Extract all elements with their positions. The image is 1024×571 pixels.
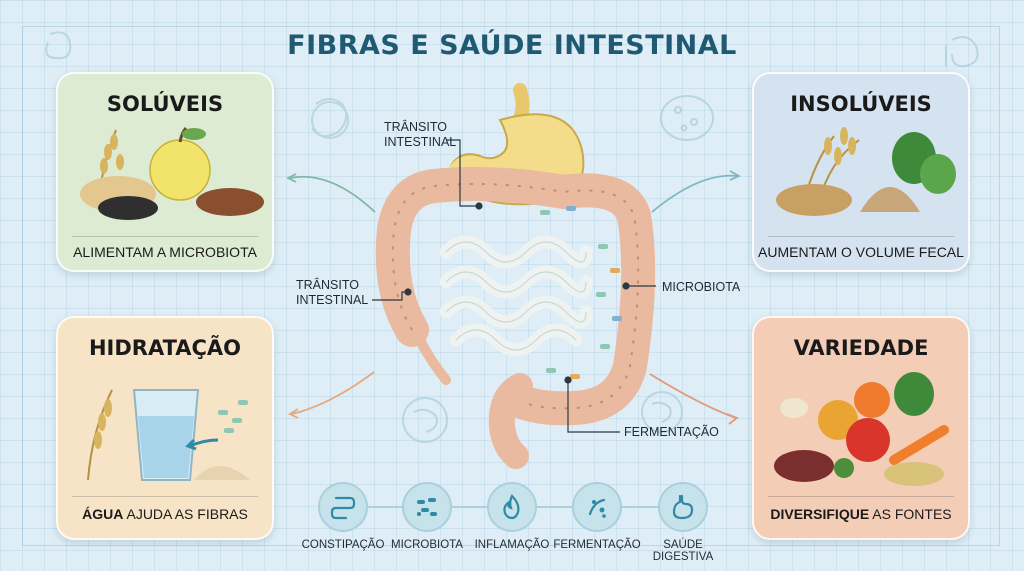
card-variedade-caption-bold: DIVERSIFIQUE — [770, 506, 870, 522]
label-transit-top: TRÂNSITO INTESTINAL — [384, 120, 456, 150]
label-transit-left-line1: TRÂNSITO — [296, 278, 359, 292]
card-soluveis-separator — [72, 236, 258, 237]
flame-icon — [503, 494, 520, 520]
label-fermentacao: FERMENTAÇÃO — [624, 425, 719, 439]
bottom-circle-saude-digestiva — [658, 482, 708, 532]
card-insoluveis-caption: AUMENTAM O VOLUME FECAL — [758, 244, 964, 260]
bottom-circle-inflamacao — [487, 482, 537, 532]
card-soluveis: SOLÚVEIS ALIMENTAM A MICROBIOTA — [56, 72, 274, 272]
bottom-label-fermentacao: FERMENTAÇÃO — [553, 539, 641, 551]
vegetables-illustration — [774, 372, 949, 486]
bottom-label-saude-digestiva: SAÚDE DIGESTIVA — [652, 539, 714, 563]
card-variedade: VARIEDADE DIVERSIFIQUE AS FONTES — [752, 316, 970, 540]
label-microbiota: MICROBIOTA — [662, 280, 741, 294]
fermentation-icon — [588, 498, 606, 518]
wheat-spinach-illustration — [776, 127, 956, 216]
stomach-icon — [672, 494, 694, 520]
bottom-item-inflamacao: INFLAMAÇÃO — [462, 482, 562, 551]
oats-apple-illustration — [80, 126, 264, 220]
card-hidratacao-title: HIDRATAÇÃO — [88, 336, 242, 360]
bottom-label-inflamacao: INFLAMAÇÃO — [474, 539, 550, 551]
bacteria-icon — [417, 498, 437, 516]
card-variedade-title: VARIEDADE — [793, 336, 929, 360]
bottom-item-fermentacao: FERMENTAÇÃO — [547, 482, 647, 551]
card-insoluveis-separator — [768, 236, 954, 237]
card-variedade-separator — [768, 496, 954, 497]
bottom-item-constipacao: CONSTIPAÇÃO — [293, 482, 393, 551]
bottom-circle-fermentacao — [572, 482, 622, 532]
card-soluveis-title: SOLÚVEIS — [106, 92, 224, 116]
label-transit-top-line1: TRÂNSITO — [384, 120, 447, 134]
label-transit-top-line2: INTESTINAL — [384, 135, 457, 149]
frame-border — [22, 26, 1000, 546]
card-insoluveis-title: INSOLÚVEIS — [790, 92, 932, 116]
bottom-item-saude-digestiva: SAÚDE DIGESTIVA — [633, 482, 733, 563]
bottom-circle-constipacao — [318, 482, 368, 532]
card-hidratacao-caption-rest: AJUDA AS FIBRAS — [123, 506, 248, 522]
card-hidratacao-caption-bold: ÁGUA — [82, 506, 124, 522]
intestine-icon — [330, 496, 356, 520]
label-transit-left-line2: INTESTINAL — [296, 293, 369, 307]
card-soluveis-caption: ALIMENTAM A MICROBIOTA — [73, 244, 257, 260]
bottom-label-microbiota: MICROBIOTA — [391, 539, 463, 551]
card-hidratacao-caption: ÁGUA AJUDA AS FIBRAS — [58, 506, 272, 522]
bottom-item-microbiota: MICROBIOTA — [377, 482, 477, 551]
card-variedade-caption-rest: AS FONTES — [869, 506, 952, 522]
label-transit-left: TRÂNSITO INTESTINAL — [296, 278, 368, 308]
bottom-label-constipacao: CONSTIPAÇÃO — [301, 539, 385, 551]
card-variedade-caption: DIVERSIFIQUE AS FONTES — [754, 506, 968, 522]
card-hidratacao-separator — [72, 496, 258, 497]
card-hidratacao: HIDRATAÇÃO ÁGUA AJUDA AS FIBRAS — [56, 316, 274, 540]
water-glass-illustration — [87, 389, 250, 481]
page-title: FIBRAS E SAÚDE INTESTINAL — [287, 30, 737, 61]
bottom-circle-microbiota — [402, 482, 452, 532]
card-insoluveis: INSOLÚVEIS AUMENTAM O VOLUME FECAL — [752, 72, 970, 272]
